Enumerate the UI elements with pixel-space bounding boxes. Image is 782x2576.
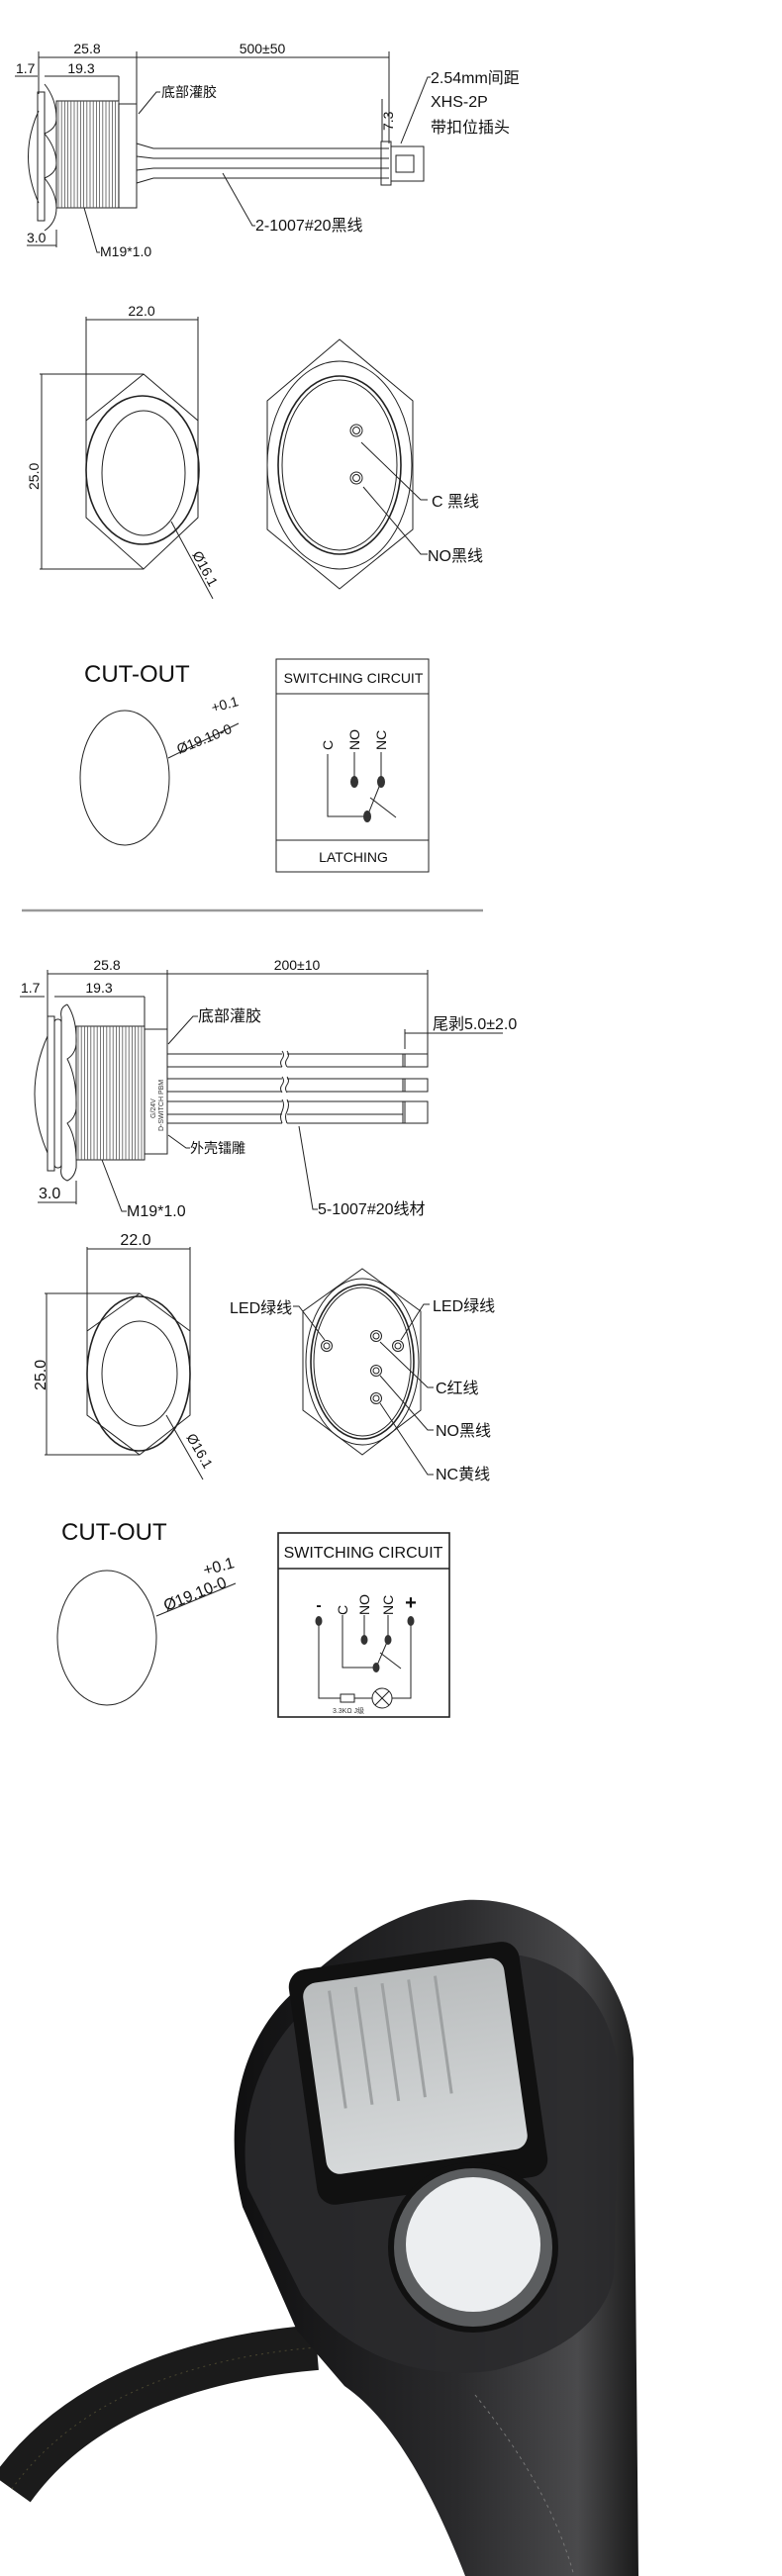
dim-height: 25.0 (26, 463, 42, 490)
cutout-tolerance: +0.1 (202, 1555, 237, 1579)
dim-diameter: Ø16.1 (183, 1431, 216, 1472)
pin-c-label: C 黑线 (432, 493, 479, 511)
rocker-knob[interactable] (301, 1956, 529, 2176)
dim-flange: 1.7 (21, 980, 41, 996)
dim-total: 25.8 (73, 41, 100, 56)
dim-diameter: Ø16.1 (189, 548, 221, 589)
dim-width: 22.0 (120, 1232, 150, 1249)
terminal-no: NO (356, 1594, 372, 1615)
terminal-nc: NC (380, 1595, 396, 1615)
strip-length: 尾剥5.0±2.0 (433, 1015, 517, 1033)
thread-spec: M19*1.0 (100, 243, 151, 259)
cutout-latching: CUT-OUT Ø19.10-0 +0.1 SWITCHING CIRCUIT … (79, 658, 430, 873)
connector-pitch: 2.54mm间距 (431, 69, 520, 87)
side-view-2pin: 25.8 500±50 1.7 19.3 7.3 底部灌胶 2.54mm间距 X… (15, 41, 520, 259)
dim-thread: 19.3 (67, 60, 94, 76)
circuit-mode: LATCHING (319, 849, 388, 865)
front-view-2pin: 22.0 25.0 Ø16.1 C 黑线 NO黑线 (26, 303, 483, 600)
dim-width: 22.0 (128, 303, 154, 319)
dim-flange: 1.7 (16, 60, 36, 76)
cutout-title: CUT-OUT (84, 661, 190, 688)
potting-label: 底部灌胶 (161, 84, 217, 100)
pin-c-label: C红线 (436, 1380, 479, 1397)
pin-no-label: NO黑线 (428, 547, 483, 565)
pin-no-label: NO黑线 (436, 1422, 491, 1440)
led-push-button[interactable] (406, 2177, 540, 2312)
dim-nut: 3.0 (27, 230, 47, 245)
terminal-c: C (320, 740, 336, 750)
pin-nc-label: NC黄线 (436, 1466, 490, 1483)
dim-cable: 500±50 (240, 41, 286, 56)
potting-label: 底部灌胶 (198, 1007, 261, 1025)
side-view-5pin: 25.8 200±10 1.7 19.3 G/24V D-SWITCH PBM … (20, 957, 517, 1220)
dim-thread: 19.3 (85, 980, 112, 996)
resistor-label: 3.3KΩ J级 (333, 1706, 364, 1715)
dim-total: 25.8 (93, 957, 120, 973)
dim-height: 25.0 (33, 1360, 49, 1390)
led-left-label: LED绿线 (230, 1299, 292, 1317)
terminal-plus: + (405, 1592, 417, 1614)
dim-nut: 3.0 (39, 1186, 60, 1202)
cutout-led: CUT-OUT Ø19.10-0 +0.1 SWITCHING CIRCUIT … (56, 1519, 450, 1718)
cutout-tolerance: +0.1 (210, 693, 241, 716)
dim-cable: 200±10 (274, 957, 321, 973)
circuit-title: SWITCHING CIRCUIT (284, 670, 424, 686)
marking-model: D-SWITCH PBM (158, 1080, 165, 1131)
cutout-diameter: Ø19.10-0 (174, 720, 234, 757)
connector-model: XHS-2P (431, 94, 488, 111)
marking-voltage: G/24V (150, 1098, 157, 1118)
engraving-label: 外壳镭雕 (190, 1140, 245, 1156)
cutout-diameter: Ø19.10-0 (161, 1574, 229, 1615)
wire-spec: 5-1007#20线材 (318, 1200, 426, 1218)
terminal-nc: NC (373, 730, 389, 750)
circuit-title: SWITCHING CIRCUIT (284, 1545, 443, 1562)
wire-spec: 2-1007#20黑线 (255, 217, 363, 235)
front-view-5pin: 22.0 25.0 Ø16.1 LED绿线 LED绿线 C红线 NO黑线 NC黄… (33, 1232, 495, 1483)
thread-spec: M19*1.0 (127, 1203, 186, 1220)
dim-connector: 7.3 (380, 111, 396, 131)
cutout-title: CUT-OUT (61, 1519, 167, 1546)
product-photo (0, 1899, 638, 2576)
terminal-minus: - (316, 1597, 321, 1614)
led-right-label: LED绿线 (433, 1297, 495, 1315)
terminal-no: NO (346, 729, 362, 750)
braided-cable (0, 2325, 319, 2503)
pin-holes (321, 1330, 404, 1404)
terminal-c: C (335, 1605, 350, 1615)
connector-type: 带扣位插头 (431, 119, 510, 137)
